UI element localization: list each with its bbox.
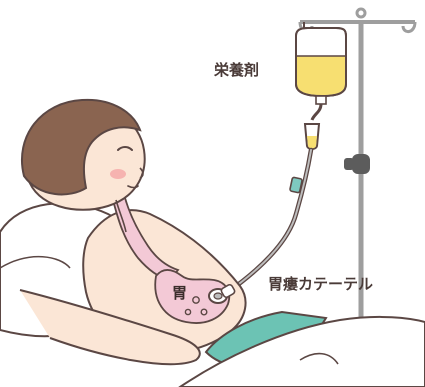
feeding-tube-icon: [228, 150, 311, 292]
pole-clamp-icon: [352, 154, 370, 174]
label-gastrostomy-catheter: 胃瘻カテーテル: [268, 277, 373, 292]
label-nutrient: 栄養剤: [214, 63, 259, 78]
cheek: [110, 169, 126, 179]
label-stomach: 胃: [172, 286, 187, 301]
patient-head: [22, 100, 145, 210]
drip-chamber-icon: [305, 104, 321, 149]
iv-drip-bag-icon: [296, 22, 346, 104]
tube-connector-icon: [290, 177, 303, 193]
